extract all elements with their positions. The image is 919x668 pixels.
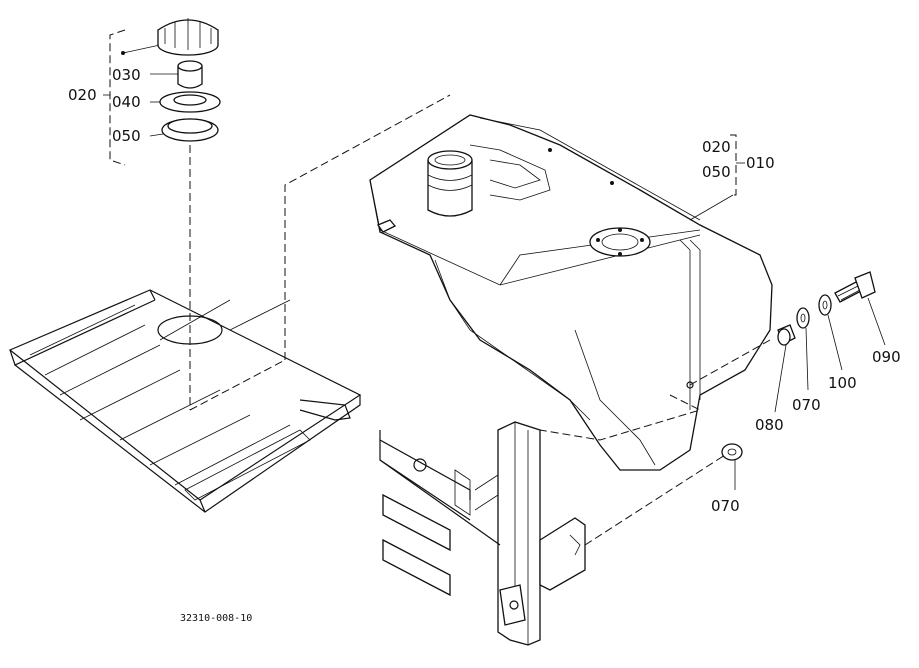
label-020-right: 020	[702, 138, 731, 156]
filler-neck	[427, 150, 473, 217]
cap-assembly	[103, 18, 286, 411]
label-090: 090	[872, 348, 901, 366]
label-040: 040	[112, 93, 141, 111]
label-070-upper: 070	[792, 396, 821, 414]
washer-100	[818, 294, 832, 316]
drawing-number: 32310-008-10	[180, 613, 252, 624]
spacer-080	[777, 324, 796, 346]
floor-panel	[8, 289, 362, 513]
fuel-cap	[157, 18, 219, 56]
label-020-left: 020	[68, 86, 97, 104]
label-010: 010	[746, 154, 775, 172]
label-070-lower: 070	[711, 497, 740, 515]
mounting-bracket	[379, 394, 726, 646]
label-100: 100	[828, 374, 857, 392]
washer-070-lower	[721, 443, 743, 461]
label-080: 080	[755, 416, 784, 434]
fuel-tank	[369, 114, 773, 471]
sender-flange	[589, 227, 651, 257]
bolt-090	[834, 271, 876, 303]
part-040-gasket	[159, 91, 221, 113]
label-030: 030	[112, 66, 141, 84]
label-050-left: 050	[112, 127, 141, 145]
label-050-right: 050	[702, 163, 731, 181]
washer-070-upper	[796, 307, 810, 329]
part-050-ring	[161, 118, 219, 142]
part-030-cylinder	[177, 60, 203, 89]
